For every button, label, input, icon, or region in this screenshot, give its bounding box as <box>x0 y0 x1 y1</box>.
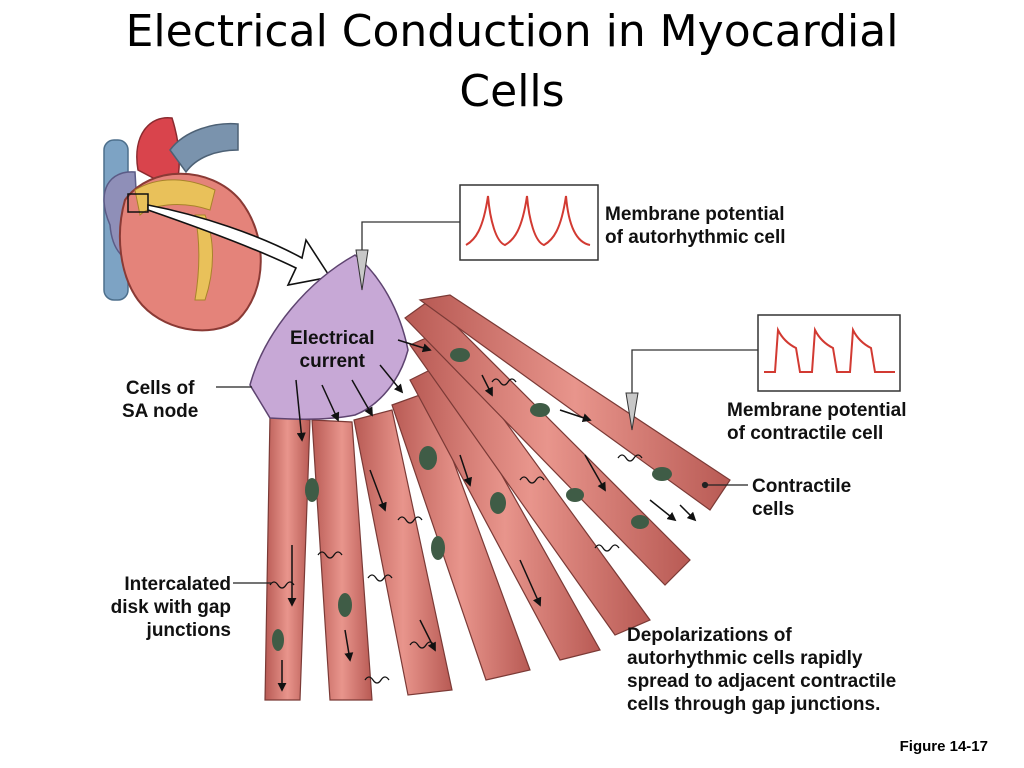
figure-number: Figure 14-17 <box>899 738 988 755</box>
contractile-trace <box>625 314 901 431</box>
contractile-potential-label: Membrane potential of contractile cell <box>727 400 907 444</box>
autorhythmic-trace <box>355 184 599 291</box>
conduction-arrows <box>277 339 697 692</box>
contractile-cells-label: Contractile cells <box>752 476 852 520</box>
electrical-current-label: Electrical current <box>290 328 375 372</box>
sa-node-label: Cells of SA node <box>122 378 199 422</box>
muscle-fibers <box>264 294 731 701</box>
title-line-2: Cells <box>459 66 565 117</box>
autorhythmic-label: Membrane potential of autorhythmic cell <box>605 204 786 248</box>
leader-lines <box>216 386 748 584</box>
zoom-arrow <box>147 204 332 287</box>
cell-nuclei <box>272 348 672 651</box>
intercalated-disk-label: Intercalated disk with gap junctions <box>110 574 231 641</box>
pulmonary-vessel <box>169 122 239 174</box>
title-line-1: Electrical Conduction in Myocardial <box>125 6 899 57</box>
sa-node-box <box>127 193 149 213</box>
heart-illustration <box>103 117 262 332</box>
depolarization-caption: Depolarizations of autorhythmic cells ra… <box>627 625 897 715</box>
slide-title: Electrical Conduction in Myocardial Cell… <box>0 2 1024 122</box>
coronary-groove <box>194 214 213 301</box>
